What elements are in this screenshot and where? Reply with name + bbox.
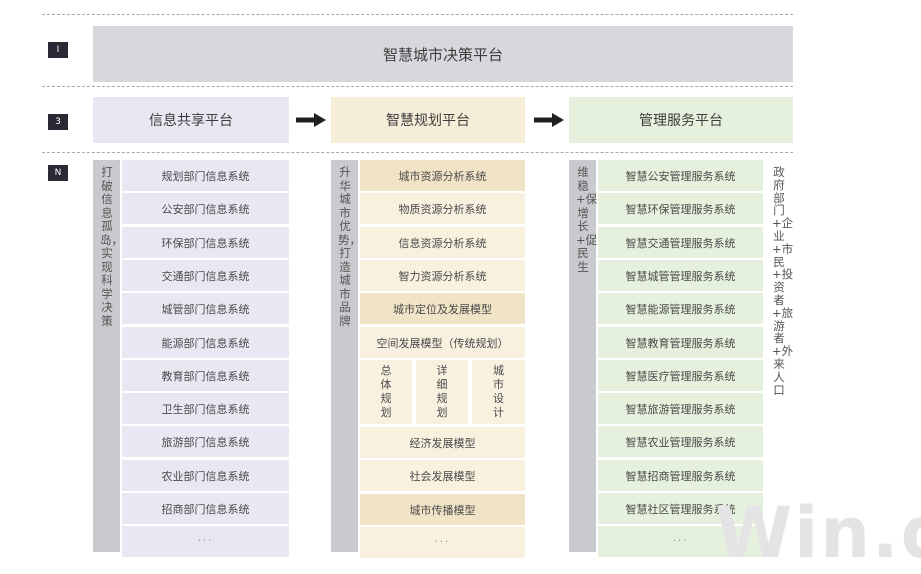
ellipsis-cell: ··· (122, 526, 289, 557)
info-system-cell: 农业部门信息系统 (122, 460, 289, 491)
planning-sub-label: 详细规划 (436, 364, 448, 419)
info-system-cell: 环保部门信息系统 (122, 227, 289, 258)
planning-system-cell: 空间发展模型（传统规划） (360, 327, 525, 358)
info-sharing-platform: 信息共享平台 (93, 97, 289, 143)
service-system-cell: 智慧环保管理服务系统 (598, 193, 763, 224)
management-service-platform: 管理服务平台 (569, 97, 793, 143)
separator-top (42, 14, 793, 15)
planning-system-cell: 城市传播模型 (360, 494, 525, 525)
service-system-cell: 智慧公安管理服务系统 (598, 160, 763, 191)
service-system-cell: 智慧能源管理服务系统 (598, 293, 763, 324)
info-system-cell: 招商部门信息系统 (122, 493, 289, 524)
right-right-strip: 政府部门+企业+市民+投资者+旅游者+外来人口 (766, 160, 793, 552)
left-side-label: 打破信息孤岛，实现科学决策 (100, 165, 123, 328)
info-system-cell: 规划部门信息系统 (122, 160, 289, 191)
separator-1 (42, 86, 793, 87)
service-system-cell: 智慧旅游管理服务系统 (598, 393, 763, 424)
planning-system-cell: 智力资源分析系统 (360, 260, 525, 291)
middle-side-strip: 升华城市优势，打造城市品牌 (331, 160, 361, 552)
watermark: Win.d (715, 492, 921, 574)
right-left-strip: 维稳+保增长+促民生 (569, 160, 598, 552)
info-system-cell: 教育部门信息系统 (122, 360, 289, 391)
planning-sub-cell: 城市设计 (472, 360, 525, 424)
service-system-cell: 智慧交通管理服务系统 (598, 227, 763, 258)
separator-2 (42, 152, 793, 153)
info-system-cell: 交通部门信息系统 (122, 260, 289, 291)
info-system-cell: 公安部门信息系统 (122, 193, 289, 224)
arrow-right-icon (296, 113, 326, 127)
left-side-strip: 打破信息孤岛，实现科学决策 (93, 160, 123, 552)
tier-marker-3: 3 (48, 114, 68, 130)
service-system-cell: 智慧城管管理服务系统 (598, 260, 763, 291)
planning-system-cell: 城市资源分析系统 (360, 160, 525, 191)
info-systems-column: 打破信息孤岛，实现科学决策 规划部门信息系统公安部门信息系统环保部门信息系统交通… (93, 160, 289, 557)
decision-platform-banner: 智慧城市决策平台 (93, 26, 793, 82)
info-system-cell: 城管部门信息系统 (122, 293, 289, 324)
service-system-cell: 智慧农业管理服务系统 (598, 426, 763, 457)
service-system-cell: 智慧招商管理服务系统 (598, 460, 763, 491)
planning-sub-label: 总体规划 (380, 364, 392, 419)
planning-system-cell: 经济发展模型 (360, 427, 525, 458)
right-right-label: 政府部门+企业+市民+投资者+旅游者+外来人口 (772, 165, 794, 397)
planning-system-cell: 社会发展模型 (360, 460, 525, 491)
planning-sub-cell: 总体规划 (360, 360, 412, 424)
tier-marker-1: I (48, 42, 68, 58)
service-systems-column: 维稳+保增长+促民生 政府部门+企业+市民+投资者+旅游者+外来人口 智慧公安管… (569, 160, 793, 557)
service-system-cell: 智慧教育管理服务系统 (598, 327, 763, 358)
planning-sub-label: 城市设计 (493, 364, 504, 419)
ellipsis-cell: ··· (360, 527, 525, 558)
planning-system-cell: 物质资源分析系统 (360, 193, 525, 224)
service-system-cell: 智慧社区管理服务系统 (598, 493, 763, 524)
middle-side-label: 升华城市优势，打造城市品牌 (338, 165, 361, 328)
arrow-right-icon (534, 113, 564, 127)
tier-marker-n: N (48, 165, 68, 181)
right-left-label: 维稳+保增长+促民生 (576, 165, 598, 274)
info-system-cell: 旅游部门信息系统 (122, 426, 289, 457)
service-system-cell: 智慧医疗管理服务系统 (598, 360, 763, 391)
smart-planning-platform: 智慧规划平台 (331, 97, 525, 143)
info-system-cell: 卫生部门信息系统 (122, 393, 289, 424)
planning-system-cell: 信息资源分析系统 (360, 227, 525, 258)
planning-system-cell: 城市定位及发展模型 (360, 293, 525, 324)
planning-sub-cell: 详细规划 (416, 360, 468, 424)
ellipsis-cell: ··· (598, 526, 763, 557)
info-system-cell: 能源部门信息系统 (122, 327, 289, 358)
planning-systems-column: 升华城市优势，打造城市品牌 城市资源分析系统物质资源分析系统信息资源分析系统智力… (331, 160, 525, 558)
